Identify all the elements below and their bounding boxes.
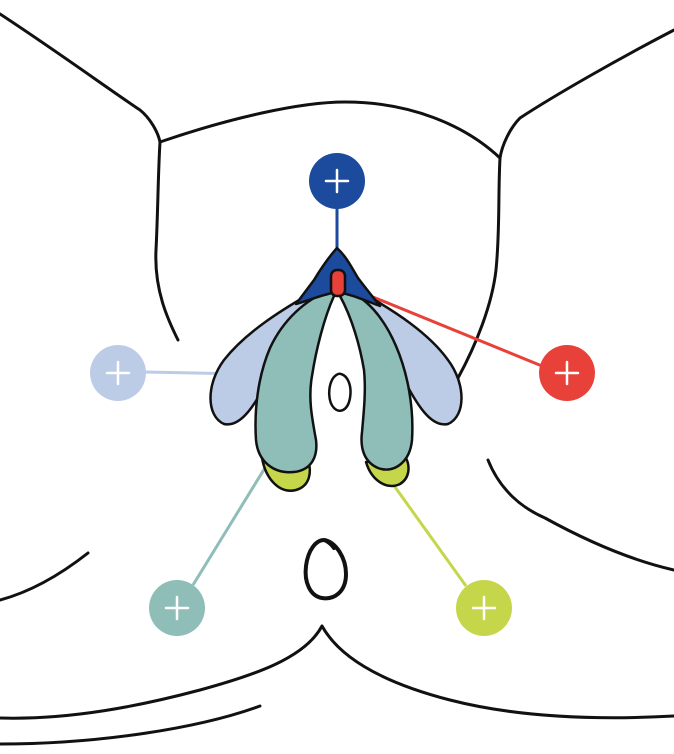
hotspot-left-upper[interactable] (90, 345, 146, 401)
inner-lobe-right (338, 288, 414, 471)
outline-left-leg-lower (0, 551, 90, 602)
anatomy-structures (209, 246, 463, 492)
outline-right-thigh (456, 156, 502, 380)
plus-icon (164, 595, 190, 621)
connector-left-lower (191, 462, 270, 586)
body-outline (0, 12, 674, 746)
outline-right-leg-lower (486, 458, 674, 572)
outline-top-curve (158, 100, 502, 160)
hotspot-right-lower[interactable] (456, 580, 512, 636)
plus-icon (471, 595, 497, 621)
opening-upper (328, 372, 352, 412)
plus-icon (554, 360, 580, 386)
opening-lower (303, 537, 349, 601)
outline-bottom-left-lower (0, 704, 262, 746)
connector-right-upper (345, 284, 543, 368)
inner-lobe-left (254, 288, 336, 474)
connector-lines (144, 207, 543, 587)
glans (329, 268, 347, 298)
hotspot-right-upper[interactable] (539, 345, 595, 401)
hotspot-left-lower[interactable] (149, 580, 205, 636)
plus-icon (105, 360, 131, 386)
outline-right-shoulder (498, 28, 674, 160)
hotspot-top[interactable] (309, 153, 365, 209)
plus-icon (324, 168, 350, 194)
outline-left-shoulder (0, 12, 162, 144)
outline-bottom (0, 624, 674, 720)
connector-right-lower (388, 479, 468, 587)
outline-left-thigh (154, 140, 180, 342)
